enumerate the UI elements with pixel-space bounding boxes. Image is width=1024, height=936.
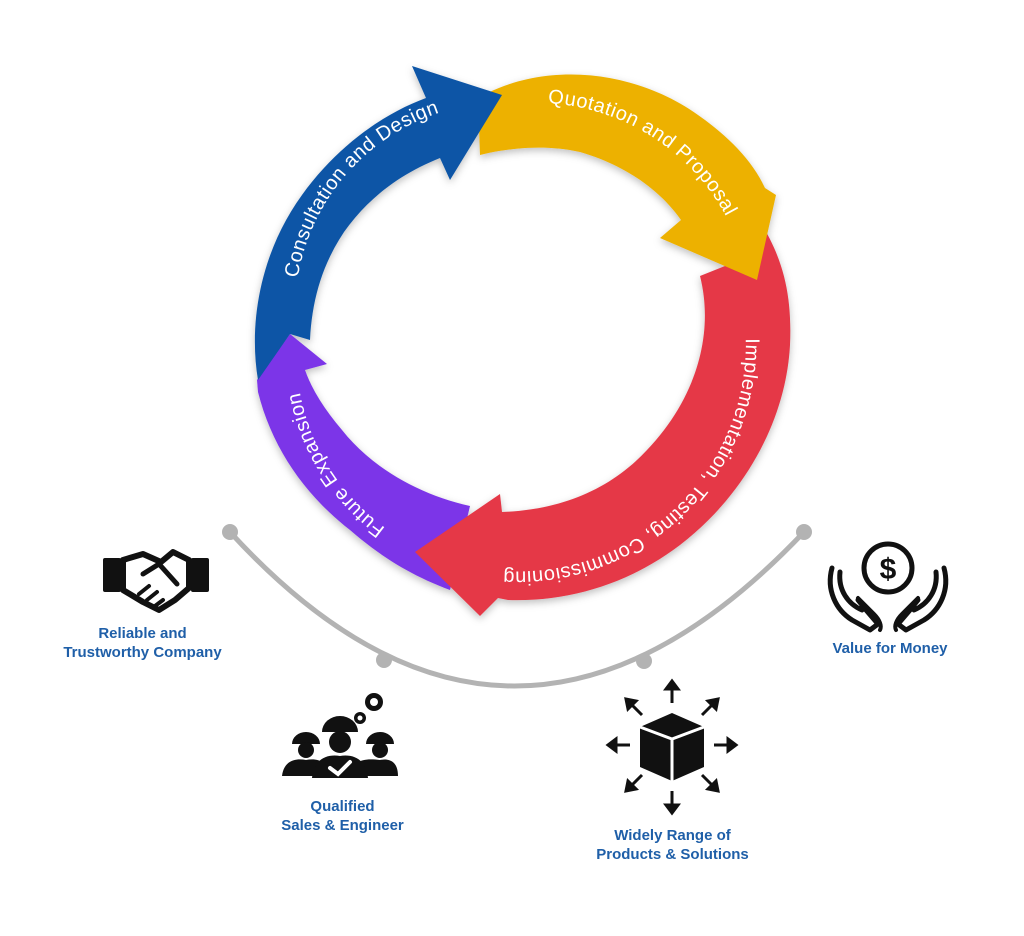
connector-dot (376, 652, 392, 668)
label-line: Reliable and (98, 625, 187, 642)
label-line: Widely Range of (614, 827, 731, 844)
arrow-consultation (254, 66, 502, 380)
label-line: Value for Money (832, 640, 948, 657)
handshake-icon (103, 549, 209, 613)
feature-reliable-label: Reliable and Trustworthy Company (40, 624, 245, 662)
label-line: Sales & Engineer (281, 817, 404, 834)
svg-text:$: $ (880, 553, 897, 586)
box-arrows-icon (605, 678, 739, 816)
feature-value-label: Value for Money (790, 639, 990, 658)
money-hands-icon: $ (827, 541, 949, 633)
engineers-icon (282, 693, 398, 778)
label-line: Trustworthy Company (63, 644, 222, 661)
label-line: Products & Solutions (596, 846, 749, 863)
feature-qualified-label: Qualified Sales & Engineer (240, 797, 445, 835)
connector-arc (222, 524, 812, 689)
connector-dot (222, 524, 238, 540)
connector-dot (636, 653, 652, 669)
label-line: Qualified (310, 798, 375, 815)
connector-dot (796, 524, 812, 540)
arrow-quotation (478, 74, 776, 280)
arrow-future-expansion (257, 334, 470, 590)
cycle-ring (254, 66, 791, 616)
feature-range-label: Widely Range of Products & Solutions (565, 826, 780, 864)
arrow-implementation (415, 230, 791, 616)
